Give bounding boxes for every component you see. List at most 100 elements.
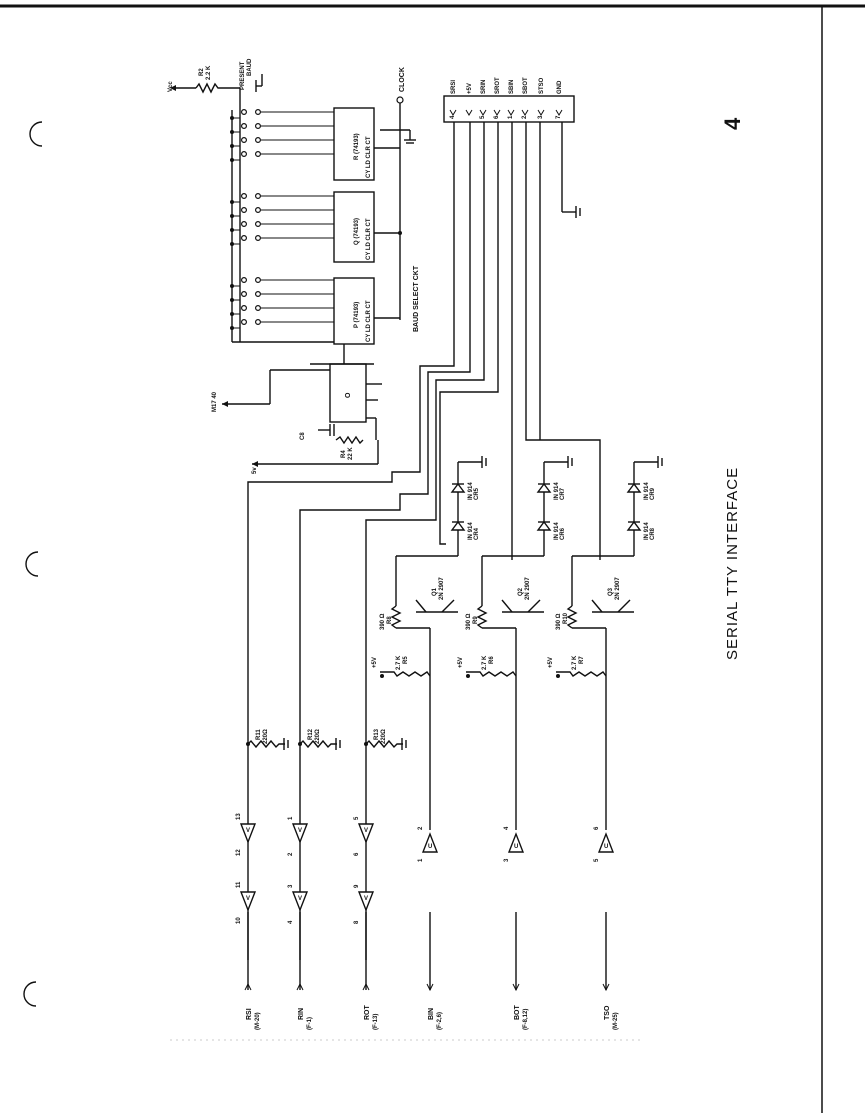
counter-r: R (74193) CY LD CLR CT <box>333 107 375 181</box>
svg-text:CY LD CLR CT: CY LD CLR CT <box>366 136 372 178</box>
resistor-value: 390 Ω <box>466 613 472 630</box>
diode-symbol <box>450 520 466 531</box>
diagram-title: SERIAL TTY INTERFACE <box>724 467 741 660</box>
resistor-symbol <box>380 671 431 677</box>
transistor-part: 2N 2907 <box>615 577 621 600</box>
connector-arrow <box>521 109 529 116</box>
counter-r-name: R (74193) <box>354 133 360 160</box>
jumper-pin <box>241 108 248 115</box>
gate-body <box>239 823 257 844</box>
vcc-r2-group: Vcc R2 2.2 K PRESENT BAUD <box>168 58 263 342</box>
gate-pin: 4 <box>504 826 510 830</box>
resistor-value: 390 Ω <box>380 613 386 630</box>
jumper-pin <box>255 277 262 284</box>
signal-wires <box>247 122 601 960</box>
diode-symbol <box>450 482 466 493</box>
resistor-symbol <box>466 671 517 677</box>
transistor-lead <box>591 599 603 613</box>
c8-r4: C8 R4 22 K 5v <box>252 424 379 474</box>
gate-body <box>421 832 439 853</box>
gate-pin: 1 <box>418 858 424 862</box>
jumper-pin <box>255 221 262 228</box>
gate-pin: 2 <box>288 852 294 856</box>
r4-value: 22 K <box>348 447 354 460</box>
svg-text:CY LD CLR CT: CY LD CLR CT <box>366 300 372 342</box>
connector-pin: 6 <box>494 115 500 119</box>
gate-body <box>239 891 257 912</box>
baud-jumpers <box>230 108 334 343</box>
diode-part: IN 914 <box>468 482 474 500</box>
jumper-pin <box>255 319 262 326</box>
diode-ref: CR9 <box>650 487 656 500</box>
supply-label: +5V <box>372 657 378 668</box>
jumper-pin <box>241 291 248 298</box>
jumper-pin <box>255 193 262 200</box>
logic-gates: V1312V1110V12V34V56V98U12U34U56RSI(M-20)… <box>236 813 619 1030</box>
signal-arrow <box>512 983 520 992</box>
diode-ref: CR6 <box>560 527 566 540</box>
gate-pin: 9 <box>354 884 360 888</box>
gate-pin: 5 <box>354 816 360 820</box>
resistor-ref: R8 <box>387 616 393 624</box>
resistor-value: 220Ω <box>263 729 269 744</box>
connector-arrow <box>555 109 563 116</box>
gate-label: U <box>428 844 432 850</box>
jumper-pin <box>241 221 248 228</box>
supply-node <box>466 674 470 678</box>
connector-label: +5V <box>467 83 473 94</box>
binder-hole-bottom <box>23 981 37 1007</box>
resistor-value: 2.7 K <box>396 655 402 670</box>
supply-label: +5V <box>458 657 464 668</box>
signal-ref: (F-13) <box>373 1014 379 1030</box>
baud-label: BAUD <box>247 58 253 76</box>
diode-ref: CR4 <box>474 527 480 540</box>
signal-ref: (F-1) <box>307 1017 313 1030</box>
connector-label: SBIN <box>509 80 515 94</box>
jumper-pin <box>241 235 248 242</box>
jumper-pin <box>255 207 262 214</box>
timer-chip-label: O <box>345 392 352 398</box>
jumper-pin <box>241 207 248 214</box>
counter-p-name: P (74193) <box>354 302 360 328</box>
diode-ref: CR7 <box>560 487 566 500</box>
signal-arrow <box>244 982 252 991</box>
resistor-ref: R6 <box>489 656 495 664</box>
signal-name: TSO <box>604 1005 611 1020</box>
resistor-symbol <box>247 739 285 749</box>
resistor-ref: R5 <box>403 656 409 664</box>
gate-label: U <box>604 844 608 850</box>
diode-ref: CR8 <box>650 527 656 540</box>
diode-part: IN 914 <box>644 482 650 500</box>
resistor-ref: R9 <box>473 616 479 624</box>
signal-ref: (F-2,6) <box>437 1012 443 1030</box>
signal-name: ROT <box>364 1005 371 1021</box>
resistor-ref: R12 <box>308 728 314 740</box>
supply-node <box>556 674 560 678</box>
c8-label: C8 <box>300 432 306 440</box>
resistor-value: 2.7 K <box>482 655 488 670</box>
resistor-symbol <box>299 739 337 749</box>
gate-label: V <box>364 896 368 902</box>
gate-pin: 10 <box>236 917 242 924</box>
jumper-pin <box>241 305 248 312</box>
transistor-lead <box>415 599 427 613</box>
transistor-name: Q1 <box>432 587 438 596</box>
transistor-lead <box>441 599 455 613</box>
connector-arrow <box>493 109 501 116</box>
gate-pin: 1 <box>288 816 294 820</box>
diode-part: IN 914 <box>554 522 560 540</box>
diode-part: IN 914 <box>468 522 474 540</box>
gate-pin: 11 <box>236 881 242 888</box>
gate-pin: 5 <box>594 858 600 862</box>
gate: U56 <box>594 826 615 862</box>
r4-label: R4 <box>341 450 347 458</box>
connector-pin: 5 <box>480 115 486 119</box>
gate: U34 <box>504 826 525 862</box>
clock-input: CLOCK <box>374 67 416 320</box>
jumper-pin <box>255 137 262 144</box>
